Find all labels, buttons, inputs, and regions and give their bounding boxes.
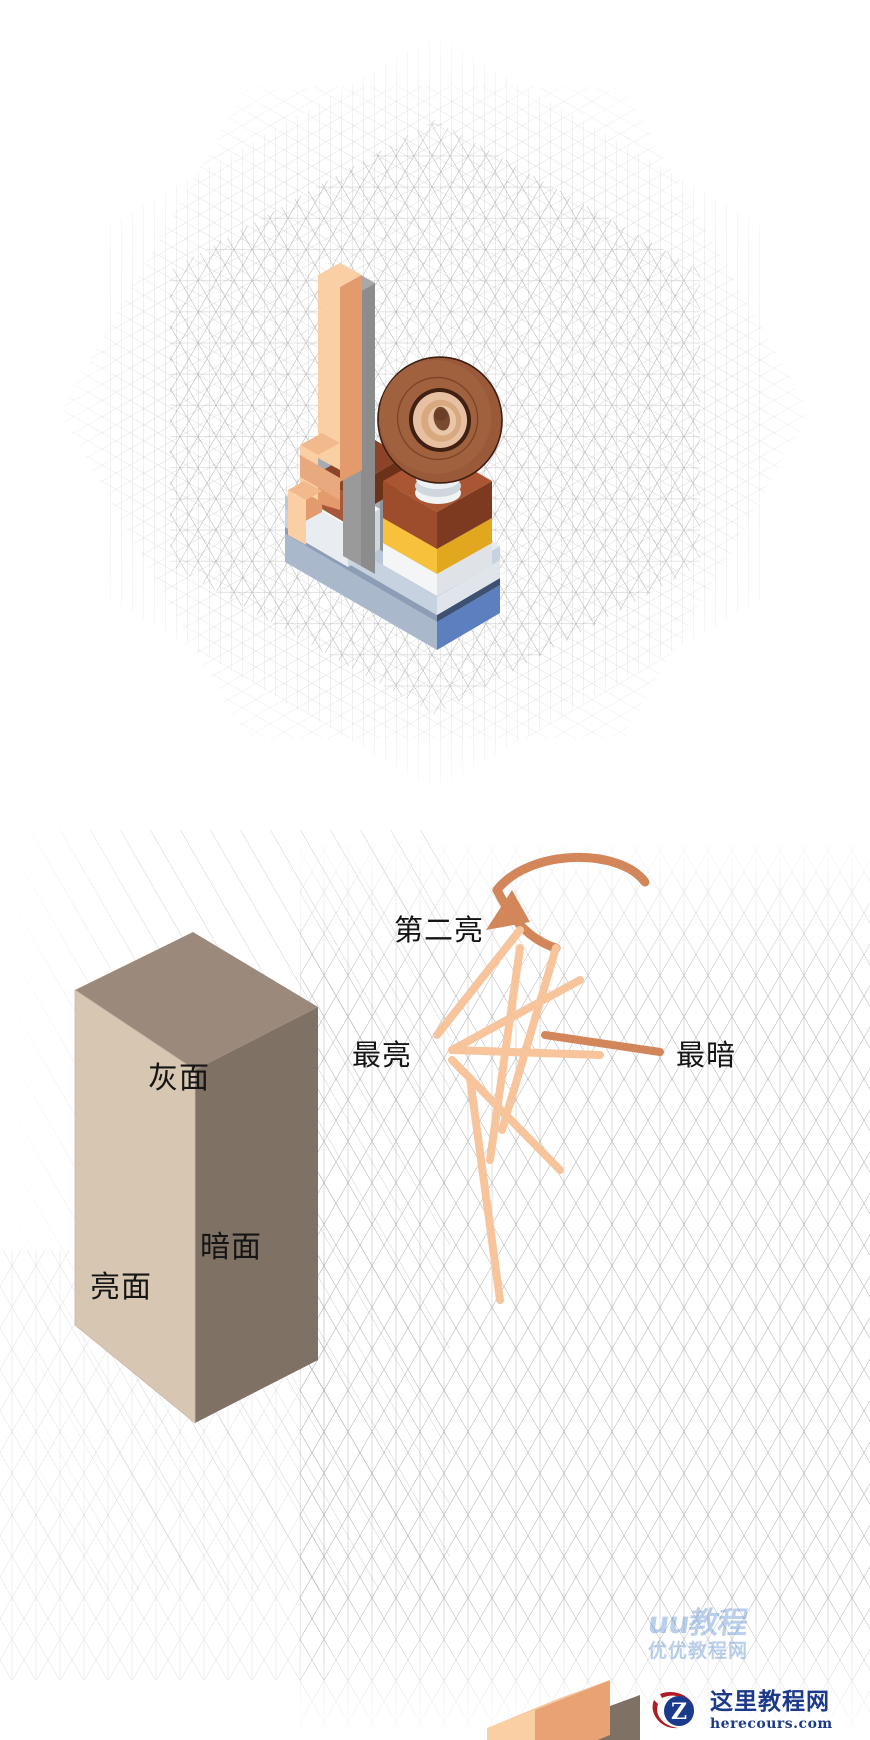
background-iso-grid <box>300 840 870 1730</box>
herecours-logo-mark: Z <box>648 1688 706 1734</box>
callout-label-darkest: 最暗 <box>676 1038 737 1072</box>
watermark-uuyoujiaocheng: uu教程 优优教程网 <box>645 1606 838 1670</box>
reference-cube <box>74 932 318 1424</box>
bottom-illustration-svg <box>0 830 870 1740</box>
cube-label-dark-face: 暗面 <box>200 1230 262 1265</box>
callout-label-second-brightest: 第二亮 <box>394 913 485 947</box>
svg-text:Z: Z <box>671 1699 687 1725</box>
watermark-sitename: 优优教程网 <box>648 1640 749 1662</box>
watermark-logotype: uu教程 <box>645 1606 750 1641</box>
herecours-logo-text: 这里教程网 herecours.com <box>710 1689 833 1732</box>
cube-label-bright-face: 亮面 <box>90 1270 152 1305</box>
herecours-url: herecours.com <box>710 1716 833 1732</box>
herecours-name: 这里教程网 <box>710 1689 830 1715</box>
top-illustration-svg <box>59 35 811 790</box>
logo-herecours: Z 这里教程网 herecours.com <box>648 1688 860 1734</box>
isometric-gramophone <box>285 263 503 650</box>
callout-arrows <box>433 853 664 1304</box>
tonearm-shaded <box>487 1680 640 1740</box>
bottom-illustration-panel <box>0 830 870 1740</box>
horn-disc <box>377 356 503 484</box>
callout-label-brightest: 最亮 <box>352 1038 413 1072</box>
top-illustration-panel <box>0 0 870 830</box>
cube-label-gray-face: 灰面 <box>148 1061 210 1096</box>
tonearm <box>288 263 362 545</box>
